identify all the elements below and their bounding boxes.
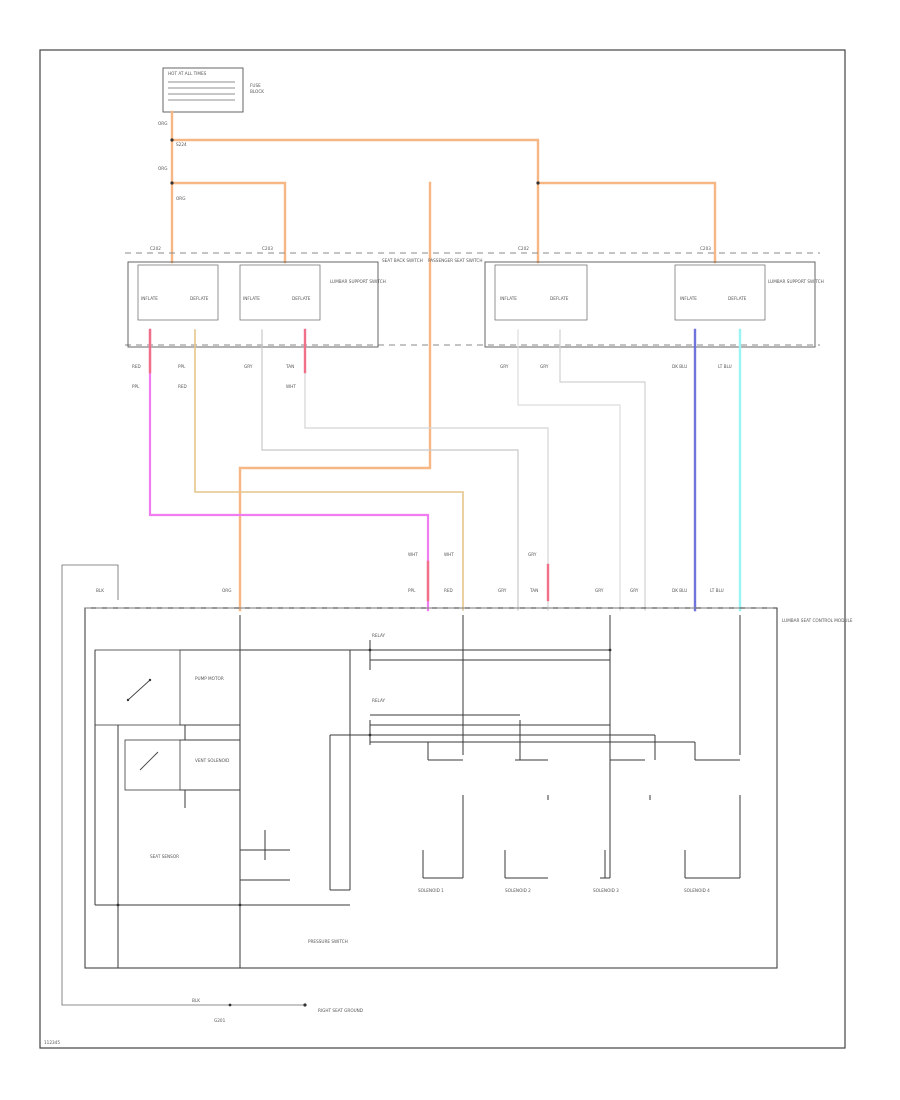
wire-color-10: RED xyxy=(178,384,187,389)
switch-term-inflate-4: INFLATE xyxy=(680,296,697,301)
wire-color-3: GRY xyxy=(244,364,253,369)
switch-group-left: INFLATE DEFLATE INFLATE DEFLATE LUMBAR S… xyxy=(127,258,423,348)
wire-color-4: TAN xyxy=(285,364,294,369)
module-pin-8: GRY xyxy=(630,588,639,593)
relay-1-label: RELAY xyxy=(372,633,386,638)
solenoid-3-label: SOLENOID 3 xyxy=(593,888,619,893)
connector-left-2-label: C203 xyxy=(262,246,273,251)
module-pin-2: ORG xyxy=(222,588,231,593)
switch-term-inflate-1: INFLATE xyxy=(141,296,158,301)
wire-top-3-label: ORG xyxy=(176,196,185,201)
wire-top-2-label: ORG xyxy=(158,166,167,171)
module-pin-1: BLK xyxy=(96,588,104,593)
ground-name: RIGHT SEAT GROUND xyxy=(318,1008,363,1013)
module-pin-10: LT BLU xyxy=(710,588,724,593)
module-pin-4: RED xyxy=(444,588,453,593)
solenoid-2-label: SOLENOID 2 xyxy=(505,888,531,893)
wire-color-6: GRY xyxy=(540,364,549,369)
connector-left-label: C202 xyxy=(150,246,161,251)
orange-power-wires xyxy=(170,110,717,612)
switch-term-deflate-2: DEFLATE xyxy=(292,296,311,301)
footer-code: 112345 xyxy=(44,1040,60,1045)
module-name: LUMBAR SEAT CONTROL MODULE xyxy=(782,618,853,623)
switch-group-right: INFLATE DEFLATE INFLATE DEFLATE PASSENGE… xyxy=(428,258,824,348)
fuse-box: HOT AT ALL TIMES FUSE BLOCK xyxy=(162,67,264,113)
relay-2-label: RELAY xyxy=(372,698,386,703)
wire-color-12: WHT xyxy=(408,552,418,557)
diagram-frame xyxy=(39,49,846,1049)
switch-term-deflate-3: DEFLATE xyxy=(550,296,569,301)
wire-top-1-label: ORG xyxy=(158,121,167,126)
wire-color-7: DK BLU xyxy=(672,364,687,369)
wire-color-13: WHT xyxy=(444,552,454,557)
switch-term-deflate-4: DEFLATE xyxy=(728,296,747,301)
wire-color-2: PPL xyxy=(178,364,186,369)
wire-color-14: GRY xyxy=(528,552,537,557)
wire-color-8: LT BLU xyxy=(718,364,732,369)
module-pin-5: GRY xyxy=(498,588,507,593)
ground-label: G201 xyxy=(214,1018,226,1023)
switch-right-1-label: PASSENGER SEAT SWITCH xyxy=(428,258,483,263)
fuse-box-label: HOT AT ALL TIMES xyxy=(168,71,207,76)
connector-right-2-label: C203 xyxy=(700,246,711,251)
wire-color-11: WHT xyxy=(286,384,296,389)
solenoid-4-label: SOLENOID 4 xyxy=(684,888,710,893)
switch-term-deflate-1: DEFLATE xyxy=(190,296,209,301)
switch-left-1-label: LUMBAR SUPPORT SWITCH xyxy=(330,279,386,284)
switch-left-2-label: SEAT BACK SWITCH xyxy=(382,258,423,263)
switch-term-inflate-2: INFLATE xyxy=(243,296,260,301)
ground-wire xyxy=(61,564,305,1006)
pressure-switch-label: PRESSURE SWITCH xyxy=(308,939,348,944)
pump-motor-label: PUMP MOTOR xyxy=(195,676,224,681)
wire-color-5: GRY xyxy=(500,364,509,369)
seat-sensor-label: SEAT SENSOR xyxy=(150,854,179,859)
switch-term-inflate-3: INFLATE xyxy=(500,296,517,301)
fuse-box-item-1: FUSE xyxy=(250,83,261,88)
module-pin-7: GRY xyxy=(595,588,604,593)
module-pin-6: TAN xyxy=(529,588,538,593)
wire-color-1: RED xyxy=(132,364,141,369)
fuse-box-item-2: BLOCK xyxy=(250,89,264,94)
module-pin-9: DK BLU xyxy=(672,588,687,593)
lumbar-control-module: LUMBAR SEAT CONTROL MODULE BLK ORG PPL R… xyxy=(84,588,853,969)
signal-wires xyxy=(148,328,742,612)
vent-solenoid-label: VENT SOLENOID xyxy=(195,758,229,763)
ground-wire-label: BLK xyxy=(192,998,200,1003)
solenoid-1-label: SOLENOID 1 xyxy=(418,888,444,893)
wire-color-9: PPL xyxy=(132,384,140,389)
switch-right-2-label: LUMBAR SUPPORT SWITCH xyxy=(768,279,824,284)
connector-right-label: C202 xyxy=(518,246,529,251)
splice-1-label: S224 xyxy=(176,142,187,147)
module-pin-3: PPL xyxy=(408,588,416,593)
